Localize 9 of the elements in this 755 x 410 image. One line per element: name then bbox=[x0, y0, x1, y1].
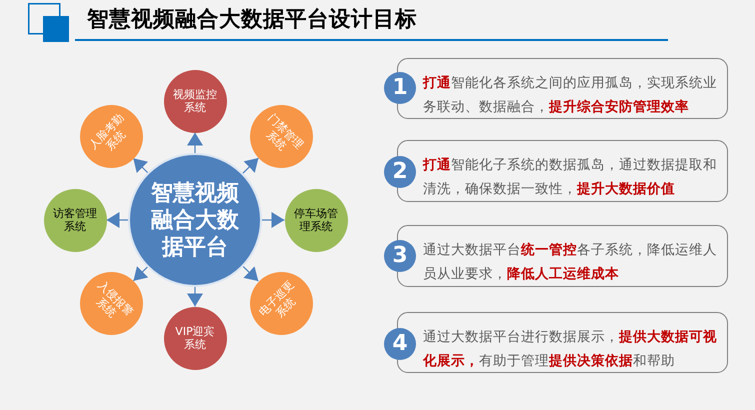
arrow bbox=[187, 132, 203, 153]
arrow bbox=[132, 158, 148, 174]
arrow bbox=[187, 287, 203, 306]
arrow bbox=[106, 212, 128, 228]
arrow bbox=[132, 266, 148, 282]
title: 智慧视频融合大数据平台设计目标 bbox=[87, 6, 417, 34]
arrow bbox=[242, 158, 259, 174]
arrow bbox=[242, 266, 259, 282]
arrow bbox=[262, 212, 284, 228]
